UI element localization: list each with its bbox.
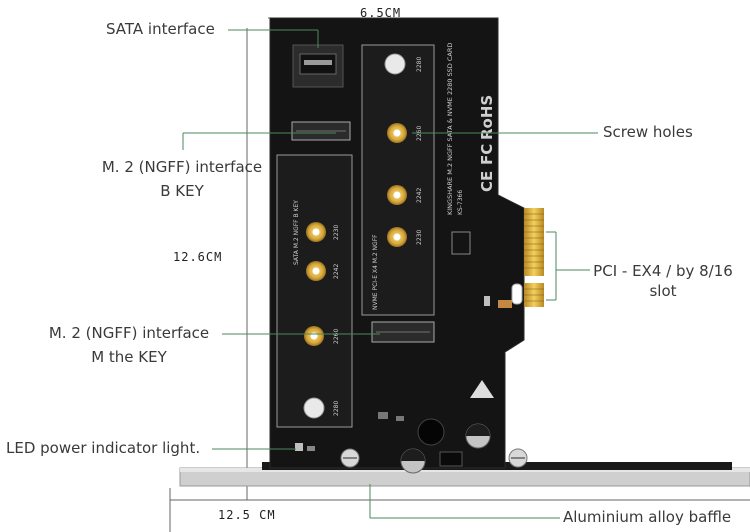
size-label-2280-left: 2280 xyxy=(333,401,340,416)
leader-lines xyxy=(182,29,598,519)
b-key-slot-area xyxy=(276,154,353,428)
baffle-dimension-label: 12.5 CM xyxy=(218,508,276,522)
aluminium-baffle-label: Aluminium alloy baffle xyxy=(563,508,732,526)
ngff-b-key-label: M. 2 (NGFF) interface B KEY xyxy=(97,158,267,200)
board-model-text: KS-7366 xyxy=(457,190,464,215)
size-label-2230-left: 2230 xyxy=(333,225,340,240)
ngff-m-key-label-line1: M. 2 (NGFF) interface xyxy=(48,324,210,342)
led-indicator-label: LED power indicator light. xyxy=(6,439,201,457)
silkscreen: KINGSHARE M.2 NGFF SATA & NVME 2280 SSD … xyxy=(293,43,496,416)
ngff-b-key-label-line2: B KEY xyxy=(160,182,204,200)
m-key-slot-area xyxy=(361,44,435,316)
fc-text: FC xyxy=(478,144,496,165)
size-label-2280-right: 2280 xyxy=(416,57,423,72)
ngff-b-key-label-line1: M. 2 (NGFF) interface xyxy=(101,158,263,176)
ngff-m-key-label: M. 2 (NGFF) interface M the KEY xyxy=(44,324,214,366)
size-label-2242-right: 2242 xyxy=(416,188,423,203)
bracket-screws xyxy=(340,448,528,468)
sata-connector xyxy=(292,44,344,88)
size-label-2242-left: 2242 xyxy=(333,264,340,279)
right-slot-text: NVME PCI-E X4 M.2 NGFF xyxy=(372,234,379,310)
height-dimension-label: 12.6CM xyxy=(173,250,223,264)
ce-text: CE xyxy=(478,171,496,192)
size-label-2230-right: 2230 xyxy=(416,230,423,245)
size-label-2260-left: 2260 xyxy=(333,329,340,344)
width-dimension-label: 6.5CM xyxy=(360,6,402,20)
pcie-gold-fingers xyxy=(524,208,544,307)
pcie-slot-label-line1: PCI - EX4 / by 8/16 xyxy=(593,262,733,280)
screw-holes xyxy=(303,53,407,419)
components xyxy=(295,231,523,474)
rohs-text: RoHS xyxy=(478,95,496,140)
sata-interface-label: SATA interface xyxy=(106,20,215,38)
pcie-slot-label-line2: slot xyxy=(649,282,677,300)
left-slot-text: SATA M.2 NGFF B KEY xyxy=(293,200,300,265)
pcie-slot-label: PCI - EX4 / by 8/16 slot xyxy=(588,262,738,300)
ngff-m-key-label-line2: M the KEY xyxy=(91,348,167,366)
board-title-text: KINGSHARE M.2 NGFF SATA & NVME 2280 SSD … xyxy=(446,43,454,215)
screw-holes-label: Screw holes xyxy=(603,123,693,141)
